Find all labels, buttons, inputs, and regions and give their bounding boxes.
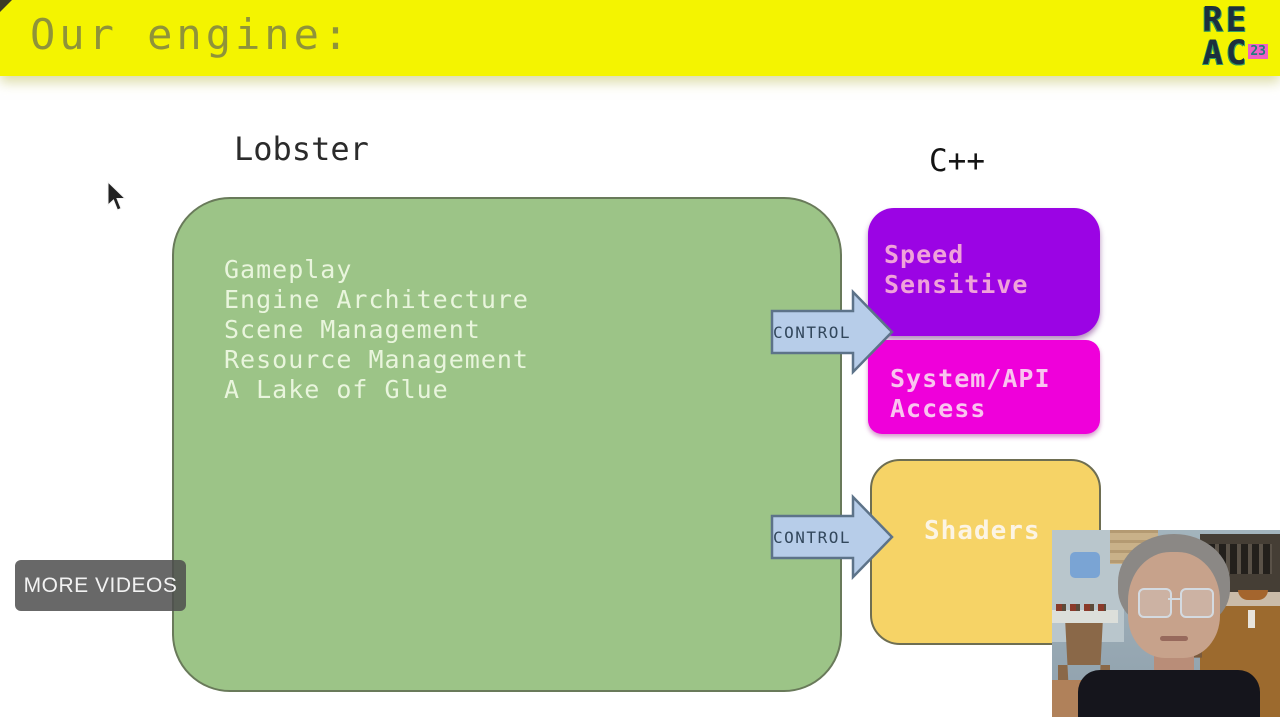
control-arrow-bottom: CONTROL [770, 494, 894, 580]
lobster-item-scene-management: Scene Management [224, 315, 481, 344]
lobster-item-gameplay: Gameplay [224, 255, 353, 284]
control-arrow-bottom-shape [770, 494, 894, 580]
presenter-webcam[interactable] [1052, 530, 1280, 717]
webcam-bowl [1238, 590, 1268, 600]
lobster-item-engine-architecture: Engine Architecture [224, 285, 529, 314]
presenter-glasses-left [1138, 588, 1172, 618]
presenter-glasses-bridge [1168, 598, 1180, 600]
presenter-shirt [1078, 670, 1260, 717]
lobster-column-label: Lobster [234, 130, 369, 168]
system-api-access-box: System/API Access [868, 340, 1100, 434]
lobster-item-resource-management: Resource Management [224, 345, 529, 374]
lobster-item-lake-of-glue: A Lake of Glue [224, 375, 449, 404]
speed-sensitive-box: Speed Sensitive [868, 208, 1100, 336]
system-box-line-1: System/API [890, 364, 1051, 393]
logo-row-1: RE [1202, 0, 1250, 40]
control-arrow-top-label: CONTROL [773, 323, 851, 342]
webcam-cabinet-handle [1248, 610, 1255, 628]
corner-artifact [0, 0, 12, 12]
system-box-line-2: Access [890, 394, 987, 423]
logo-year-badge: 23 [1248, 44, 1268, 59]
slide-title: Our engine: [30, 10, 353, 59]
mouse-cursor-icon [107, 181, 127, 211]
webcam-table-items [1056, 604, 1106, 611]
title-banner: Our engine: RE AC 23 [0, 0, 1280, 76]
shaders-box-label: Shaders [924, 516, 1041, 546]
presenter-mouth [1160, 636, 1188, 641]
logo-row-2: AC [1202, 33, 1250, 73]
reac-conference-logo: RE AC 23 [1188, 0, 1268, 73]
control-arrow-top: CONTROL [770, 289, 894, 375]
speed-box-line-1: Speed [884, 240, 965, 269]
lobster-box: Gameplay Engine Architecture Scene Manag… [172, 197, 842, 692]
control-arrow-top-shape [770, 289, 894, 375]
cpp-column-label: C++ [929, 143, 985, 179]
webcam-wall-art [1070, 552, 1100, 578]
control-arrow-bottom-label: CONTROL [773, 528, 851, 547]
lobster-item-list: Gameplay Engine Architecture Scene Manag… [224, 255, 529, 405]
presenter-glasses-right [1180, 588, 1214, 618]
speed-box-line-2: Sensitive [884, 270, 1029, 299]
webcam-table [1052, 610, 1118, 623]
more-videos-button[interactable]: MORE VIDEOS [15, 560, 186, 611]
